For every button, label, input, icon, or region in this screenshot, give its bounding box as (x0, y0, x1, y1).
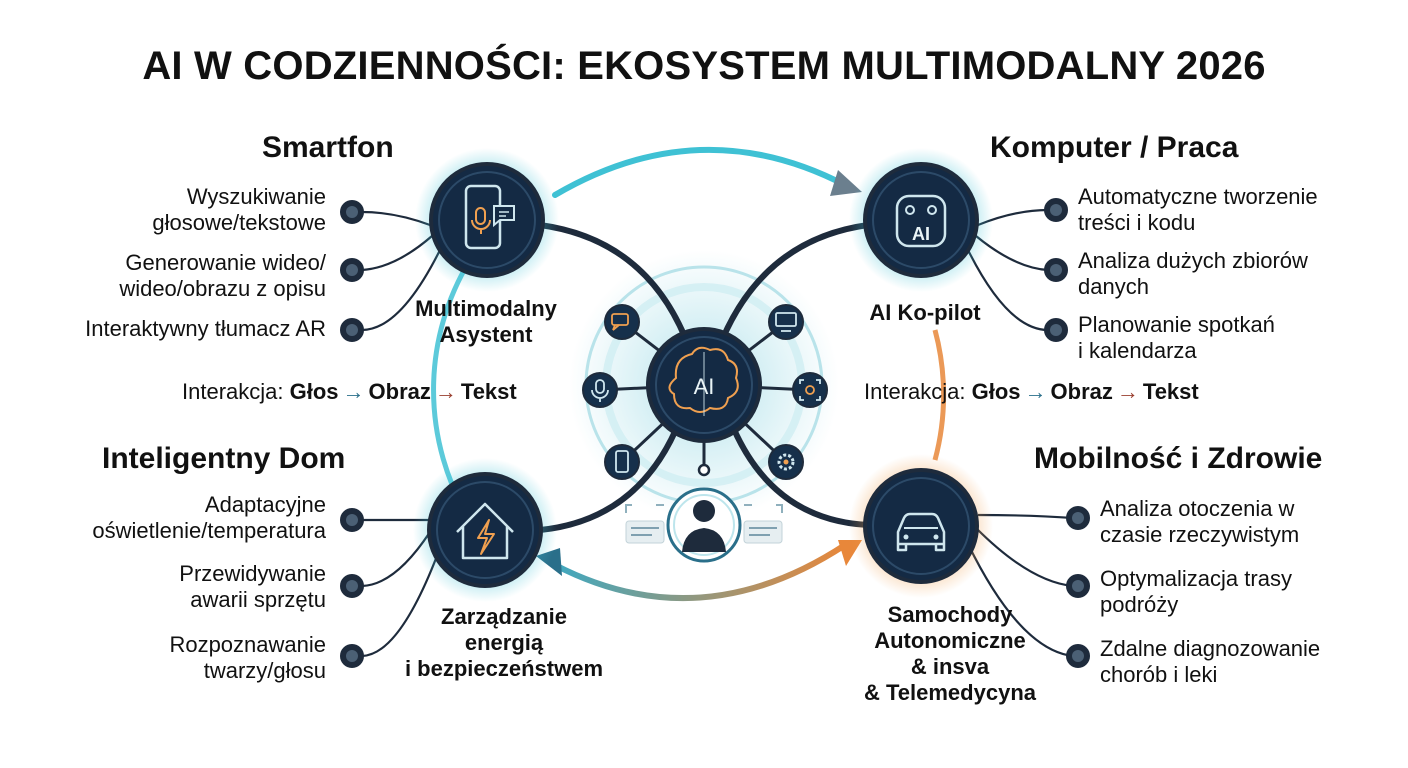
gear-icon (777, 453, 795, 471)
interaction-left-step-1: Głos (289, 379, 339, 404)
item-computer-2: Analiza dużych zbiorów danych (1078, 248, 1308, 299)
item-home-1: Adaptacyjne oświetlenie/temperatura (92, 492, 326, 543)
user-silhouette-icon (693, 500, 715, 522)
connector-smartphone (539, 222, 693, 352)
interaction-right-arrow-1: → (1024, 379, 1047, 404)
interaction-right: Interakcja: Głos → Obraz → Tekst (864, 379, 1199, 405)
user-node (666, 487, 742, 563)
item-mobility-2: Optymalizacja trasy podróży (1100, 566, 1292, 617)
brain-ai-icon (668, 346, 739, 413)
item-smartphone-2: Generowanie wideo/ wideo/obrazu z opisu (119, 250, 326, 301)
microphone-icon (595, 379, 605, 394)
node-computer: AI (849, 148, 993, 292)
user-panel-left (625, 504, 665, 544)
robot-ai-icon (895, 194, 947, 248)
chat-bubble-icon (611, 313, 629, 326)
label-computer: AI Ko-pilot (869, 300, 981, 325)
satellite-monitor (768, 304, 804, 340)
satellite-image-scan (792, 372, 828, 408)
interaction-right-arrow-2: → (1116, 379, 1139, 404)
node-home (413, 458, 557, 602)
node-smartphone (415, 148, 559, 292)
robot-ai-label: AI (912, 224, 930, 244)
label-mobility: Samochody Autonomiczne & insva & Telemed… (863, 602, 1036, 705)
item-home-2: Przewidywanie awarii sprzętu (179, 561, 326, 612)
item-smartphone-1: Wyszukiwanie głosowe/tekstowe (152, 184, 326, 235)
satellite-chat-bubble (604, 304, 640, 340)
item-mobility-1: Analiza otoczenia w czasie rzeczywistym (1100, 496, 1300, 547)
image-scan-icon (799, 379, 821, 401)
page-title: AI W CODZIENNOŚCI: EKOSYSTEM MULTIMODALN… (142, 44, 1266, 88)
item-home-3: Rozpoznawanie twarzy/głosu (169, 632, 326, 683)
center-ai-node: AI (646, 327, 762, 443)
phone-icon (615, 450, 629, 473)
heading-home: Inteligentny Dom (102, 442, 346, 475)
house-energy-icon (456, 502, 514, 560)
interaction-left-arrow-2: → (434, 379, 457, 404)
item-smartphone-3: Interaktywny tłumacz AR (85, 316, 326, 341)
label-home: Zarządzanie energią i bezpieczeństwem (404, 604, 604, 681)
monitor-icon (775, 312, 797, 327)
interaction-right-step-1: Głos (971, 379, 1021, 404)
interaction-left-step-3: Tekst (460, 379, 517, 404)
flow-arrow-top (552, 146, 848, 198)
car-icon (896, 512, 946, 552)
flow-arrow-bottom (552, 542, 848, 602)
connector-computer (715, 222, 869, 352)
heading-computer: Komputer / Praca (990, 131, 1239, 164)
item-computer-3: Planowanie spotkań i kalendarza (1078, 312, 1275, 363)
item-computer-1: Automatyczne tworzenie treści i kodu (1078, 184, 1318, 235)
interaction-right-prefix: Interakcja: (864, 379, 966, 404)
flow-arrowhead-top (830, 170, 862, 196)
interaction-left-arrow-1: → (342, 379, 365, 404)
center-ai-label: AI (694, 374, 715, 399)
connector-home (539, 418, 683, 533)
node-mobility (849, 454, 993, 598)
interaction-right-step-3: Tekst (1142, 379, 1199, 404)
connector-mobility (727, 418, 869, 528)
user-panel-right (743, 504, 783, 544)
interaction-left-prefix: Interakcja: (182, 379, 284, 404)
heading-mobility: Mobilność i Zdrowie (1034, 442, 1323, 475)
label-smartphone: Multimodalny Asystent (415, 296, 557, 347)
satellite-phone (604, 444, 640, 480)
heading-smartphone: Smartfon (262, 131, 394, 164)
ring-arc-right (932, 329, 947, 461)
item-mobility-3: Zdalne diagnozowanie chorób i leki (1100, 636, 1321, 687)
satellite-microphone (582, 372, 618, 408)
interaction-left-step-2: Obraz (368, 379, 431, 404)
interaction-left: Interakcja: Głos → Obraz → Tekst (182, 379, 517, 405)
interaction-right-step-2: Obraz (1050, 379, 1113, 404)
satellite-gear (768, 444, 804, 480)
